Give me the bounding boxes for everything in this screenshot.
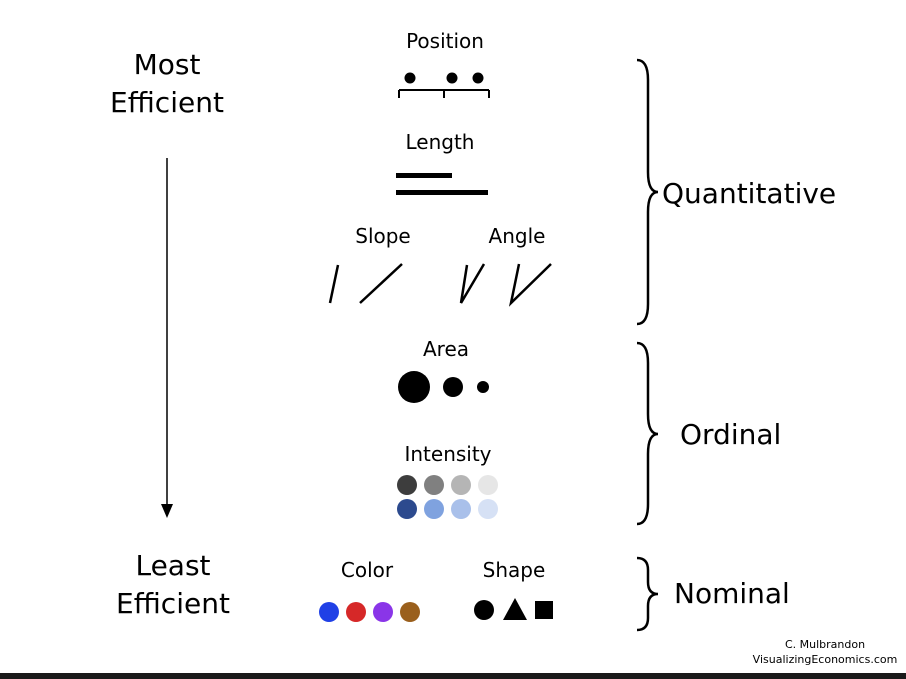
intensity-label: Intensity	[404, 442, 492, 466]
intensity-gray-1	[397, 475, 417, 495]
color-dot-brown	[400, 602, 420, 622]
credit-author: C. Mulbrandon	[784, 638, 866, 651]
credit-site: VisualizingEconomics.com	[752, 653, 898, 666]
slope-glyph	[328, 263, 403, 304]
length-label: Length	[405, 130, 475, 154]
intensity-blue-1	[397, 499, 417, 519]
circle-icon	[474, 600, 494, 620]
color-dot-blue	[319, 602, 339, 622]
color-dot-red	[346, 602, 366, 622]
position-glyph	[398, 72, 490, 98]
quantitative-brace	[636, 58, 659, 326]
shape-glyph	[474, 598, 553, 620]
most-text: Most	[133, 48, 201, 81]
area-label: Area	[422, 337, 470, 361]
length-glyph	[396, 173, 488, 195]
intensity-blue-2	[424, 499, 444, 519]
shape-label: Shape	[482, 558, 546, 582]
area-glyph	[398, 371, 489, 403]
intensity-gray-4	[478, 475, 498, 495]
least-label: Least Efficient	[98, 547, 248, 623]
angle-label: Angle	[488, 224, 546, 248]
intensity-gray-2	[424, 475, 444, 495]
square-icon	[535, 601, 553, 619]
color-glyph	[319, 602, 420, 622]
intensity-gray-3	[451, 475, 471, 495]
intensity-glyph	[397, 475, 498, 519]
quantitative-label: Quantitative	[662, 177, 837, 210]
ordinal-label: Ordinal	[680, 418, 782, 451]
intensity-blue-3	[451, 499, 471, 519]
color-dot-purple	[373, 602, 393, 622]
bottom-rule	[0, 673, 906, 679]
angle-glyph	[459, 263, 552, 307]
nominal-brace	[636, 556, 659, 632]
most-label: Most Efficient	[92, 46, 242, 122]
triangle-icon	[503, 598, 527, 620]
color-label: Color	[340, 558, 394, 582]
position-label: Position	[406, 29, 484, 53]
ordinal-brace	[636, 341, 659, 526]
least-text: Least	[135, 549, 211, 582]
efficient-bottom-text: Efficient	[116, 587, 230, 620]
slope-label: Slope	[355, 224, 411, 248]
nominal-label: Nominal	[674, 577, 790, 610]
credit: C. Mulbrandon VisualizingEconomics.com	[745, 637, 905, 667]
intensity-blue-4	[478, 499, 498, 519]
efficiency-arrow	[161, 158, 173, 518]
efficient-top-text: Efficient	[110, 86, 224, 119]
